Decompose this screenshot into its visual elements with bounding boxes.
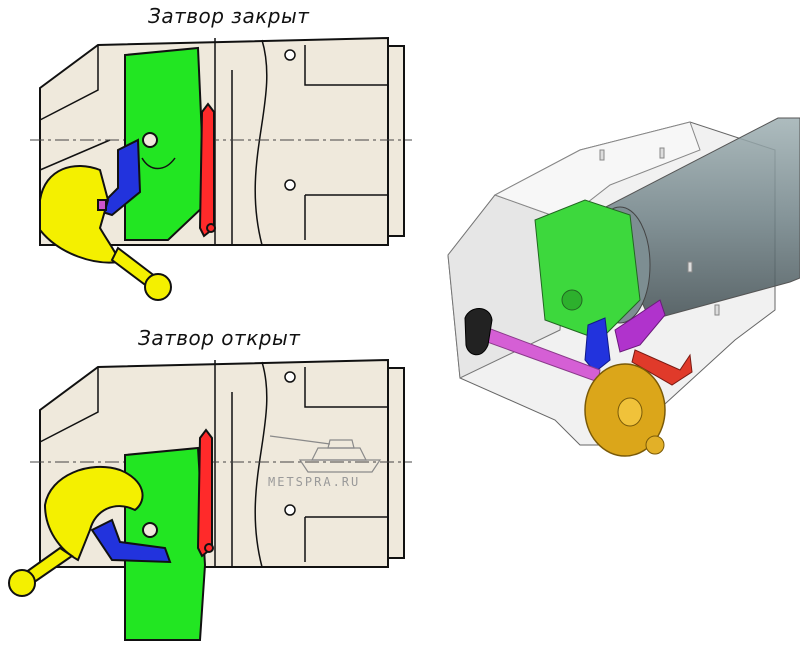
watermark-tank-icon	[269, 435, 382, 473]
housing-rear-flange	[387, 45, 405, 237]
cam-plate-3d	[614, 299, 666, 353]
crank-lever	[90, 518, 172, 564]
crank-lever-3d	[584, 317, 611, 373]
breech-catch-3d	[631, 349, 693, 386]
watermark-text: METSPRA.RU	[268, 475, 361, 489]
cam-slot	[141, 157, 176, 170]
housing-right-panel	[304, 45, 388, 240]
cam-link	[97, 199, 107, 211]
breech-wedge-3d	[534, 199, 641, 341]
housing-wave-cut	[254, 39, 268, 246]
caption-breech-closed: Затвор закрыт	[148, 4, 310, 28]
housing-panel	[39, 360, 233, 567]
operating-handle-knob	[8, 569, 36, 597]
closed-breech-drawing	[30, 36, 412, 301]
bolt-holes	[284, 371, 296, 516]
rear-cam-ring-3d	[464, 308, 493, 356]
open-breech-drawing	[8, 358, 412, 641]
operating-cam	[39, 165, 120, 264]
operating-handle-knob	[144, 273, 172, 301]
wedge-bore-3d	[561, 289, 583, 311]
caption-breech-open: Затвор открыт	[138, 326, 301, 350]
crank-knob-3d	[645, 435, 665, 455]
housing-bolts-3d	[599, 147, 720, 316]
catch-pin	[206, 223, 216, 233]
bolt-holes	[284, 49, 296, 191]
crank-disc-hub	[617, 397, 643, 427]
pivot-pin	[142, 522, 158, 538]
breech-housing	[39, 358, 389, 568]
breech-3d-render	[447, 117, 800, 457]
breech-catch	[196, 428, 213, 558]
housing-rear-flange	[387, 367, 405, 559]
breech-catch	[198, 102, 215, 238]
catch-pin	[204, 543, 214, 553]
housing-wave-cut	[254, 361, 268, 568]
breech-wedge	[124, 46, 207, 241]
crank-lever	[94, 138, 142, 217]
housing-right-panel	[304, 367, 388, 562]
breech-wedge	[124, 446, 207, 641]
pivot-pin	[142, 132, 158, 148]
